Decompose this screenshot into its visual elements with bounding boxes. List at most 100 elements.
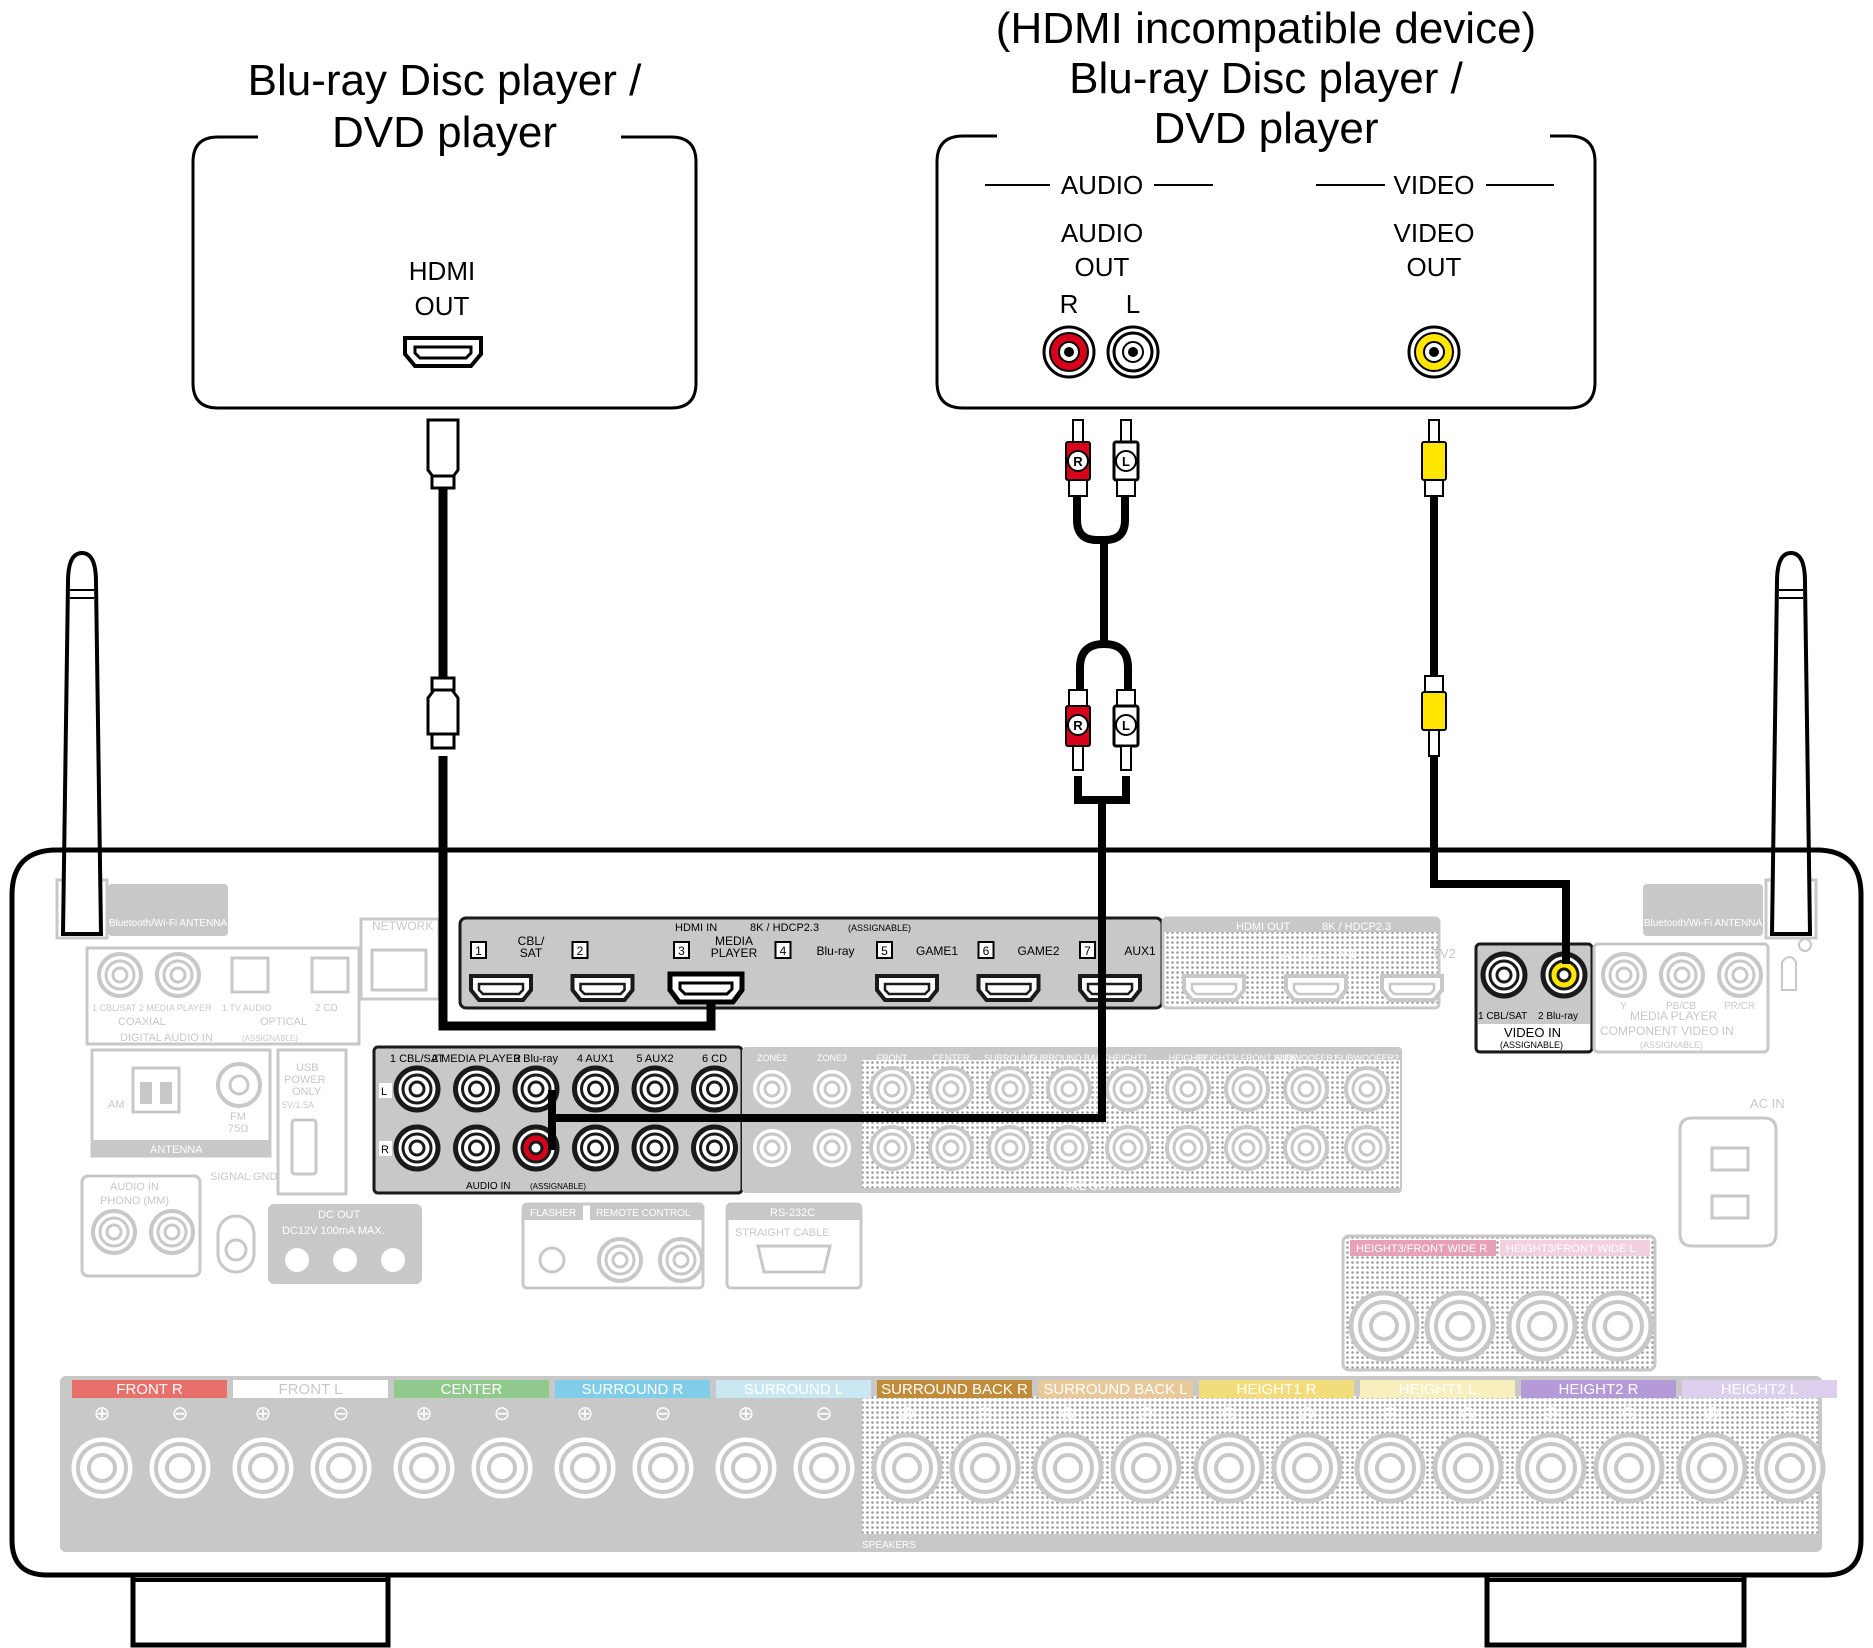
plus-icon: ⊕ [738,1403,755,1425]
audio-out-r-label: R [1059,289,1079,319]
hdmi-in-port-number: 3 [678,944,685,958]
hdmi-out-tv1-label: TV1 [1332,946,1356,961]
minus-icon: ⊖ [977,1403,994,1425]
speaker-terminal-plus-icon [874,1435,940,1501]
plus-icon: ⊕ [1221,1403,1238,1425]
hdmi-in-port-number: 2 [577,944,584,958]
hdmi-in-port-name: GAME2 [1017,944,1059,958]
video-in-assignable: (ASSIGNABLE) [1500,1040,1563,1050]
hdmi-in-port-icon [570,974,635,1002]
pre-out-channel-label: ZONE3 [817,1053,847,1063]
video-group-label: VIDEO [1393,170,1475,200]
pre-out-jack-icon [987,1066,1033,1112]
rca-plug-r-bottom-letter: R [1073,718,1083,733]
speaker-terminal-minus-icon [1596,1435,1662,1501]
hdmi-in-port-icon [976,974,1041,1002]
video-out-jack-icon [1407,325,1461,379]
digital-audio-in: 1 CBL/SAT 2 MEDIA PLAYER 1 TV AUDIO 2 CD… [85,946,361,1046]
audio-in-r-jack-icon [456,1127,498,1169]
rca-plug-l-bottom-icon: L [1112,689,1140,771]
hdmi-out-panel: HDMI OUT 8K / HDCP2.3 ARC eARC TV1 TV2 [1161,916,1456,1010]
audio-cable: R L R L [548,419,1140,1150]
video-cable [1421,419,1570,964]
audio-out-r-jack-icon [1042,325,1096,379]
minus-icon: ⊖ [655,1403,672,1425]
hdmi-in-blu-ray-port-plugged-icon [667,971,745,1005]
speaker-channel-label: HEIGHT1 R [1236,1381,1316,1398]
pre-out-jack-icon [1046,1125,1092,1171]
speaker-terminal-minus-icon [1757,1435,1823,1501]
speaker-terminal-minus-icon [1435,1435,1501,1501]
optical-label: OPTICAL [260,1016,307,1028]
digital-audio-in-assignable: (ASSIGNABLE) [242,1034,298,1043]
phono-input: AUDIO IN PHONO (MM) SIGNAL GND [80,1171,277,1278]
height3-front-wide-terminals: HEIGHT3/FRONT WIDE R HEIGHT3/FRONT WIDE … [1341,1234,1657,1372]
audio-in-input-label: 4 AUX1 [577,1053,614,1065]
plus-icon: ⊕ [94,1403,111,1425]
speaker-channel-label: HEIGHT1 L [1399,1381,1477,1398]
audio-out-l-jack-icon [1106,325,1160,379]
pre-out-jack-icon [928,1066,974,1112]
audio-in-l-label: L [381,1086,387,1098]
speaker-terminal-minus-icon [308,1435,374,1501]
audio-out-l-label: L [1125,289,1141,319]
hdmi-in-port-icon [1078,974,1142,1002]
plus-icon: ⊕ [899,1403,916,1425]
speakers-label: SPEAKERS [862,1540,916,1551]
pre-out-jack-icon [1046,1066,1092,1112]
video-out-line2: OUT [1406,252,1462,282]
speaker-terminal-plus-icon [391,1435,457,1501]
network-label: NETWORK [372,919,433,933]
minus-icon: ⊖ [1782,1403,1799,1425]
speaker-terminal-plus-icon [230,1435,296,1501]
rca-plug-video-top-icon [1421,419,1447,497]
rca-plug-r-top-letter: R [1073,454,1083,469]
flasher-label: FLASHER [530,1208,576,1219]
speaker-channel-label: HEIGHT2 L [1721,1381,1799,1398]
minus-icon: ⊖ [1460,1403,1477,1425]
left-device-title-line2: DVD player [332,108,557,157]
pre-out-jack-icon [749,1125,795,1171]
coaxial-input-labels: 1 CBL/SAT 2 MEDIA PLAYER [92,1003,212,1013]
audio-group-label: AUDIO [1060,170,1144,200]
audio-in-r-jack-icon [396,1127,438,1169]
pre-out-channel-label: HEIGHT3/ FRONT WIDE [1197,1053,1298,1063]
rca-plug-l-top-letter: L [1122,454,1130,469]
hdmi-out-port-icon [403,336,483,368]
speaker-terminal-minus-icon [1274,1435,1340,1501]
minus-icon: ⊖ [1621,1403,1638,1425]
minus-icon: ⊖ [816,1403,833,1425]
video-in-1-label: 1 CBL/SAT [1478,1011,1527,1022]
pre-out-jack-icon [749,1066,795,1112]
left-device-port-line2: OUT [414,291,470,321]
plus-icon: ⊕ [416,1403,433,1425]
pre-out-jack-icon [1283,1066,1329,1112]
rca-plug-r-bottom-icon: R [1065,689,1091,771]
audio-in-input-label: 6 CD [702,1053,727,1065]
antenna-terminals: AM FM 75Ω ANTENNA [90,1048,272,1158]
right-antenna-icon [1764,550,1818,940]
plus-icon: ⊕ [1060,1403,1077,1425]
usb-power-port: USB POWER ONLY 5V/1.5A [276,1048,348,1196]
audio-out-line1: AUDIO [1060,218,1144,248]
video-in-panel: 1 CBL/SAT 2 Blu-ray VIDEO IN (ASSIGNABLE… [1474,942,1594,1054]
minus-icon: ⊖ [333,1403,350,1425]
phono-audio-in-label: AUDIO IN [110,1181,159,1193]
pre-out-jack-icon [1105,1125,1151,1171]
speaker-terminal-plus-icon [1035,1435,1101,1501]
right-device-title-line2: DVD player [1153,104,1379,153]
audio-in-input-label: 1 CBL/SAT [390,1053,444,1065]
pre-out-jack-icon [809,1125,855,1171]
plus-icon: ⊕ [255,1403,272,1425]
hdmi-out-header: HDMI OUT [1236,921,1291,933]
rs232c-sub: STRAIGHT CABLE [735,1227,830,1239]
pre-out-channel-label: SUBWOOFER1 [1274,1053,1338,1063]
video-in-label: VIDEO IN [1504,1025,1561,1040]
hdmi-out-arc-label: ARC eARC [1278,952,1324,962]
hdmi-in-port-name: Blu-ray [816,944,854,958]
audio-in-assignable: (ASSIGNABLE) [530,1182,586,1191]
minus-icon: ⊖ [494,1403,511,1425]
pre-out-channel-label: FRONT [877,1053,908,1063]
pre-out-jack-icon [1344,1066,1390,1112]
